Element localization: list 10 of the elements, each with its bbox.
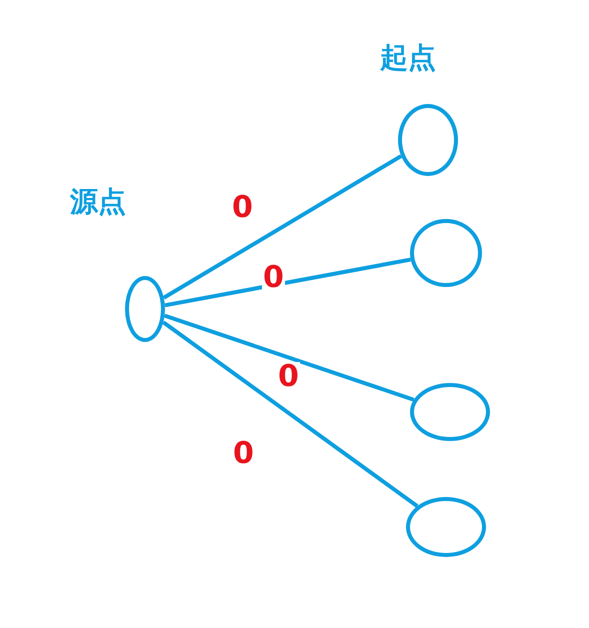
column-heading: 起点	[380, 44, 436, 72]
connector-line	[162, 154, 402, 300]
ellipse-node	[398, 104, 458, 176]
node-heading: 源点	[70, 188, 126, 216]
ellipse-node	[410, 219, 482, 287]
connector-line	[162, 320, 418, 508]
ellipse-node	[406, 497, 486, 557]
connector-line	[164, 314, 414, 402]
connector-line	[164, 258, 412, 308]
ellipse-node	[410, 383, 490, 441]
